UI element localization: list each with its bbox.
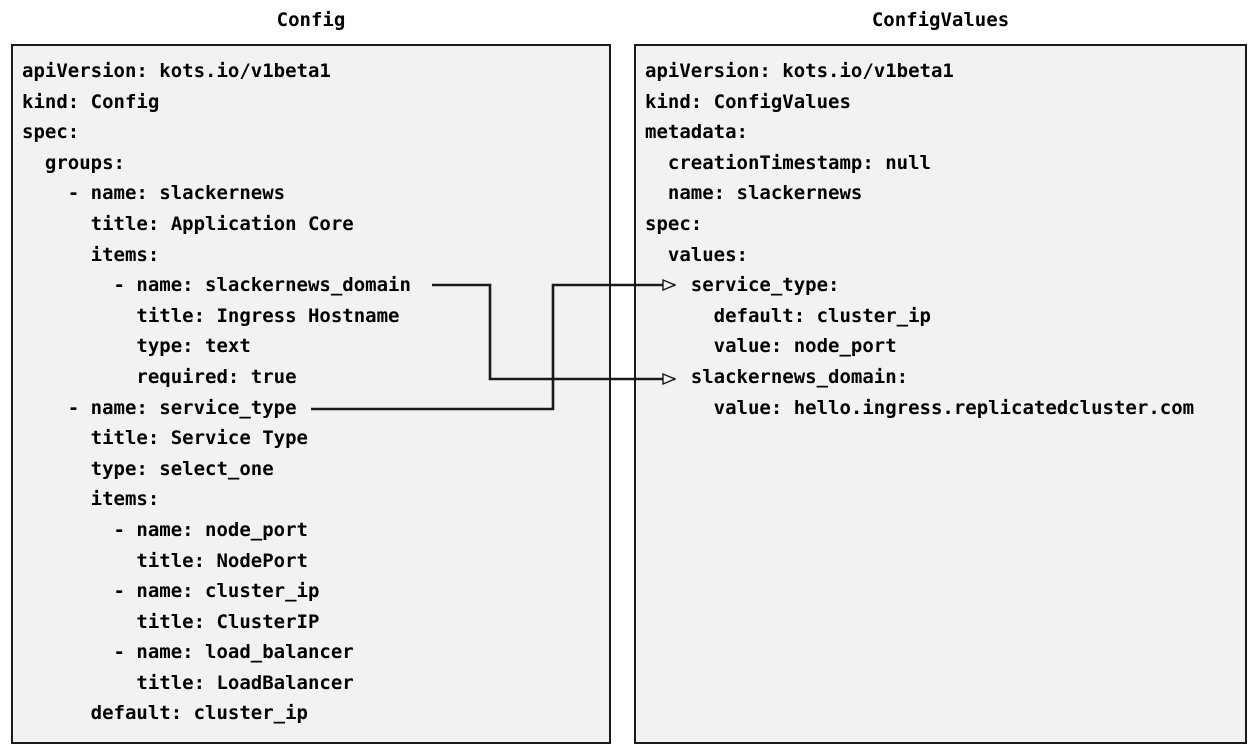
config-yaml-line: title: Application Core [22, 212, 354, 235]
config-yaml-text: apiVersion: kots.io/v1beta1 kind: Config s… [13, 46, 411, 729]
config-yaml-line: title: ClusterIP [22, 610, 320, 633]
config-yaml-line: items: [22, 488, 160, 511]
panel-title-config: Config [276, 9, 346, 31]
config-yaml-panel: apiVersion: kots.io/v1beta1 kind: Config s… [11, 44, 611, 744]
config-yaml-line: kind: Config [22, 90, 160, 113]
config-yaml-line: items: [22, 243, 160, 266]
config-yaml-line: default: cluster_ip [22, 702, 308, 725]
configvalues-yaml-line: name: slackernews [645, 182, 863, 205]
config-yaml-line: title: NodePort [22, 549, 308, 572]
config-yaml-line: required: true [22, 365, 297, 388]
configvalues-yaml-line: service_type: [645, 274, 840, 297]
panel-title-configvalues: ConfigValues [871, 9, 1010, 31]
config-yaml-line: - name: slackernews_domain [22, 274, 411, 297]
config-yaml-line: - name: load_balancer [22, 641, 354, 664]
config-yaml-line: apiVersion: kots.io/v1beta1 [22, 60, 331, 82]
config-yaml-line: title: LoadBalancer [22, 671, 354, 694]
config-yaml-line: - name: service_type [22, 396, 297, 419]
config-yaml-line: groups: [22, 151, 125, 174]
configvalues-yaml-line: kind: ConfigValues [645, 90, 851, 113]
configvalues-yaml-line: apiVersion: kots.io/v1beta1 [645, 60, 954, 82]
config-yaml-line: title: Service Type [22, 427, 308, 450]
configvalues-yaml-text: apiVersion: kots.io/v1beta1 kind: ConfigV… [636, 46, 1194, 423]
configvalues-yaml-line: value: hello.ingress.replicatedcluster.c… [645, 396, 1195, 419]
configvalues-yaml-line: value: node_port [645, 335, 897, 358]
config-yaml-line: - name: node_port [22, 518, 308, 541]
config-yaml-line: - name: cluster_ip [22, 580, 320, 603]
config-yaml-line: type: text [22, 335, 251, 358]
config-yaml-line: type: select_one [22, 457, 274, 480]
configvalues-yaml-panel: apiVersion: kots.io/v1beta1 kind: ConfigV… [634, 44, 1247, 744]
configvalues-yaml-line: spec: [645, 212, 703, 235]
configvalues-yaml-line: metadata: [645, 121, 748, 144]
configvalues-yaml-line: slackernews_domain: [645, 365, 909, 388]
configvalues-yaml-line: values: [645, 243, 748, 266]
configvalues-yaml-line: creationTimestamp: null [645, 151, 931, 174]
configvalues-yaml-line: default: cluster_ip [645, 304, 931, 327]
config-yaml-line: spec: [22, 121, 80, 144]
config-yaml-line: title: Ingress Hostname [22, 304, 400, 327]
config-yaml-line: - name: slackernews [22, 182, 286, 205]
